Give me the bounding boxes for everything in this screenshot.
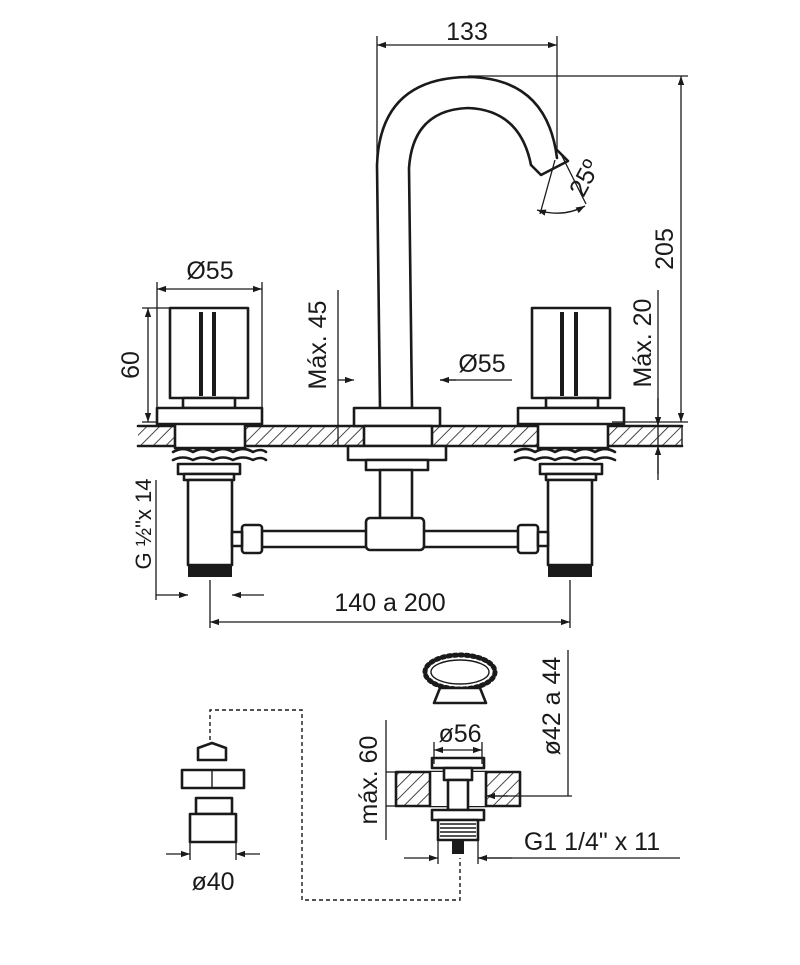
left-handle — [155, 306, 264, 450]
drain-dimension-lines — [166, 650, 680, 864]
label-inlet-thread: G ½"x 14 — [131, 479, 156, 570]
label-drain-hole-range: ø42 a 44 — [538, 657, 566, 756]
label-drain-flange-diameter: ø56 — [438, 720, 481, 748]
label-total-height: 205 — [651, 228, 679, 270]
pop-up-knob — [180, 741, 246, 844]
dimension-lines — [142, 36, 688, 628]
drain-body — [430, 756, 486, 854]
right-handle — [516, 306, 626, 450]
label-max-deck-left: Máx. 45 — [304, 301, 332, 390]
left-inlet-shank — [186, 478, 234, 577]
label-max-basin-thickness: máx. 60 — [355, 736, 383, 825]
label-spout-reach: 133 — [446, 18, 488, 46]
label-drain-thread: G1 1/4" x 11 — [524, 828, 660, 856]
pop-up-rod — [209, 709, 461, 901]
left-nut — [171, 447, 268, 482]
label-center-spacing: 140 a 200 — [334, 589, 445, 617]
label-spout-angle: 25º — [564, 155, 606, 201]
label-handle-diameter: Ø55 — [186, 257, 233, 285]
connection-pipe — [230, 516, 550, 555]
drain-stopper-cap — [422, 652, 498, 705]
spout-shank — [378, 468, 414, 520]
right-nut — [513, 447, 617, 482]
label-spout-base-diameter: Ø55 — [458, 350, 505, 378]
label-max-deck-right: Máx. 20 — [629, 299, 657, 388]
label-pop-up-knob-diameter: ø40 — [191, 868, 234, 896]
spout — [346, 75, 570, 472]
right-inlet-shank — [546, 478, 594, 577]
label-handle-height: 60 — [117, 351, 145, 379]
